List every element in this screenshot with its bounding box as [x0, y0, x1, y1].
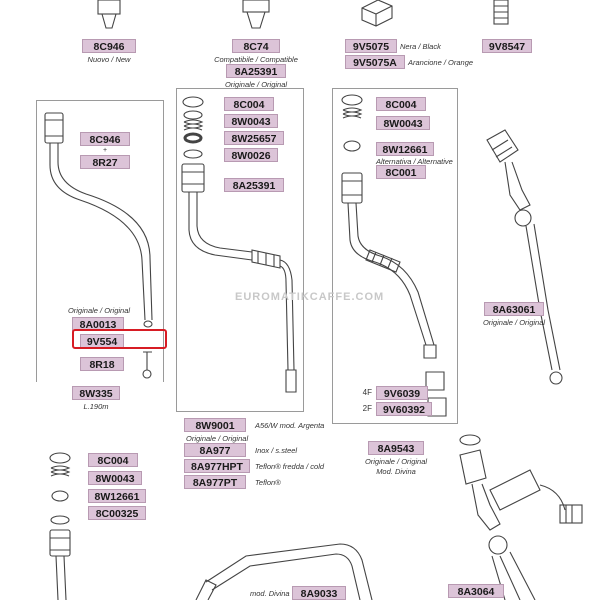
watermark: EUROMATIKCAFFE.COM [235, 291, 385, 303]
group-frame-middle [176, 88, 304, 412]
prefix-2f: 2F [362, 404, 372, 413]
part-badge-8a977hpt[interactable]: 8A977HPT [184, 459, 250, 473]
note-arancione: Arancione / Orange [408, 58, 474, 67]
note-originale-mid: Originale / Original [186, 434, 249, 443]
note-argenta: A56/W mod. Argenta [255, 421, 325, 430]
part-badge-9v5075[interactable]: 9V5075 [345, 39, 397, 53]
part-badge-8w0043-right[interactable]: 8W0043 [376, 116, 430, 130]
part-badge-8c004-mid[interactable]: 8C004 [224, 97, 274, 111]
part-badge-8a63061[interactable]: 8A63061 [484, 302, 544, 316]
part-badge-8a977pt[interactable]: 8A977PT [184, 475, 246, 489]
part-badge-8c004-right[interactable]: 8C004 [376, 97, 426, 111]
part-badge-8w0026[interactable]: 8W0026 [224, 148, 278, 162]
part-badge-8c946[interactable]: 8C946 [80, 132, 130, 146]
stack-bottom-left-drawing [49, 452, 71, 600]
part-badge-8c00325[interactable]: 8C00325 [88, 506, 146, 520]
pipe-8a9033-drawing [195, 543, 373, 600]
pipe-8a9543-drawing [341, 94, 447, 417]
note-originale-top: Originale / Original [224, 80, 288, 89]
note-originale-left: Originale / Original [67, 306, 131, 315]
fitting-8c946-top-drawing [97, 0, 121, 29]
part-badge-8a977[interactable]: 8A977 [184, 443, 246, 457]
note-originale-right: Originale / Original [364, 457, 428, 466]
part-badge-8a3064[interactable]: 8A3064 [448, 584, 504, 598]
note-teflon-cold: Teflon® fredda / cold [255, 462, 325, 471]
assembly-8a3064-drawing [459, 434, 583, 600]
part-badge-8a9033[interactable]: 8A9033 [292, 586, 346, 600]
pipe-8w335-drawing [44, 112, 153, 379]
part-badge-8c004-bottom[interactable]: 8C004 [88, 453, 138, 467]
prefix-4f: 4F [362, 388, 372, 397]
part-badge-8c74[interactable]: 8C74 [232, 39, 280, 53]
note-alternativa: Alternativa / Alternative [376, 157, 453, 166]
part-badge-8w0043-mid[interactable]: 8W0043 [224, 114, 278, 128]
part-badge-8c001[interactable]: 8C001 [376, 165, 426, 179]
part-badge-8a25391-top[interactable]: 8A25391 [226, 64, 286, 78]
part-badge-8w9001[interactable]: 8W9001 [184, 418, 246, 432]
part-badge-9v6039[interactable]: 9V6039 [376, 386, 428, 400]
part-badge-8w335[interactable]: 8W335 [72, 386, 120, 400]
part-badge-9v60392[interactable]: 9V60392 [376, 402, 432, 416]
part-badge-8w12661-bottom[interactable]: 8W12661 [88, 489, 146, 503]
part-badge-8w12661-right[interactable]: 8W12661 [376, 142, 434, 156]
part-9v8547-drawing [493, 0, 509, 25]
part-badge-8w0043-bottom[interactable]: 8W0043 [88, 471, 142, 485]
part-badge-9v554[interactable]: 9V554 [80, 334, 124, 348]
fitting-8c74-drawing [242, 0, 270, 29]
note-originale-far-right: Originale / Original [482, 318, 546, 327]
note-mod-divina-bottom: mod. Divina [250, 589, 290, 598]
note-compatibile: Compatibile / Compatible [214, 55, 298, 64]
arm-8a63061-drawing [486, 129, 563, 385]
part-badge-8a0013[interactable]: 8A0013 [72, 317, 124, 331]
note-inox: Inox / s.steel [255, 446, 298, 455]
part-badge-8r18[interactable]: 8R18 [80, 357, 124, 371]
pipe-8w9001-drawing [181, 96, 297, 393]
part-badge-9v8547[interactable]: 9V8547 [482, 39, 532, 53]
part-badge-8a9543[interactable]: 8A9543 [368, 441, 424, 455]
part-badge-8a25391[interactable]: 8A25391 [224, 178, 284, 192]
note-teflon: Teflon® [255, 478, 281, 487]
part-badge-8c946-top[interactable]: 8C946 [82, 39, 136, 53]
note-nuovo: Nuovo / New [87, 55, 131, 64]
part-badge-9v5075a[interactable]: 9V5075A [345, 55, 405, 69]
note-length: L.190m [83, 402, 109, 411]
group-frame-right [332, 88, 458, 424]
group-frame-left [36, 100, 164, 382]
highlight-9v554 [72, 329, 167, 349]
note-nera: Nera / Black [400, 42, 441, 51]
note-mod-divina-right: Mod. Divina [376, 467, 416, 476]
cap-9v5075-drawing [361, 0, 393, 27]
plus-sign: + [103, 147, 108, 154]
part-badge-8w25657[interactable]: 8W25657 [224, 131, 284, 145]
part-badge-8r27[interactable]: 8R27 [80, 155, 130, 169]
